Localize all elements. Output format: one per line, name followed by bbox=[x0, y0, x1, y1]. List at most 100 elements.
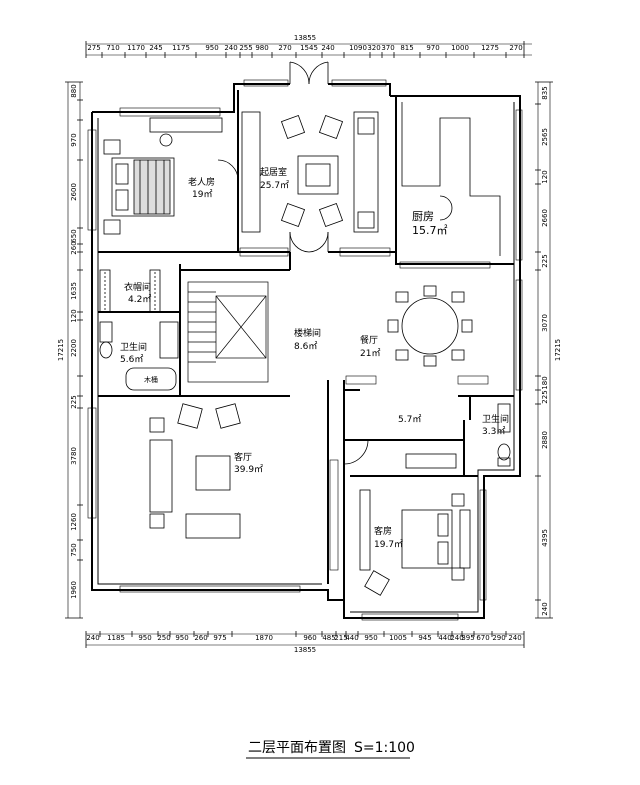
dim-top: 270 bbox=[278, 44, 291, 52]
plan-scale: S=1:100 bbox=[354, 740, 415, 756]
desk-icon bbox=[149, 117, 223, 147]
dim-top-total: 13855 bbox=[294, 34, 316, 42]
room-name-living: 客厅 bbox=[234, 451, 252, 463]
dim-left-total: 17215 bbox=[57, 339, 65, 361]
dim-left: 880 bbox=[70, 84, 78, 97]
toilet-icon bbox=[497, 403, 511, 467]
dim-top: 240 bbox=[224, 44, 237, 52]
dim-bottom: 440 bbox=[345, 634, 358, 642]
drawing-title: 二层平面布置图 S=1:100 bbox=[246, 740, 415, 759]
dim-left: 260 bbox=[70, 241, 78, 254]
dim-left: 650 bbox=[70, 229, 78, 242]
dim-right: 225 bbox=[541, 254, 549, 267]
dim-bottom: 950 bbox=[364, 634, 377, 642]
windows bbox=[87, 79, 523, 621]
dim-right: 2880 bbox=[541, 431, 549, 449]
dim-left: 970 bbox=[70, 133, 78, 146]
guest-bed-icon bbox=[359, 453, 471, 596]
dim-left: 2600 bbox=[70, 183, 78, 201]
dim-top: 815 bbox=[400, 44, 413, 52]
room-name-guest: 客房 bbox=[374, 525, 392, 537]
bathtub-label: 木桶 bbox=[144, 375, 158, 384]
living-sofa-icon bbox=[149, 403, 241, 539]
room-name-elder: 老人房 bbox=[188, 176, 215, 188]
dim-top: 1175 bbox=[172, 44, 190, 52]
room-name-kitchen: 厨房 bbox=[412, 210, 434, 223]
kitchen-counter-icon bbox=[401, 102, 501, 256]
dim-top: 370 bbox=[381, 44, 394, 52]
dimension-labels-right: 17215 835 2565 120 2660 225 3070 180 225… bbox=[541, 86, 562, 615]
dim-bottom: 945 bbox=[418, 634, 431, 642]
dim-left: 225 bbox=[70, 395, 78, 408]
room-area-guest: 19.7㎡ bbox=[374, 539, 403, 550]
dim-right-total: 17215 bbox=[554, 339, 562, 361]
dim-bottom: 240 bbox=[86, 634, 99, 642]
dining-table-icon bbox=[387, 285, 473, 367]
entry-door bbox=[217, 61, 453, 465]
room-area-living: 39.9㎡ bbox=[234, 464, 263, 475]
dim-bottom: 250 bbox=[157, 634, 170, 642]
dim-left: 1960 bbox=[70, 581, 78, 599]
room-name-bath2: 卫生间 bbox=[482, 413, 509, 425]
stair-icon bbox=[187, 281, 269, 383]
dim-bottom: 975 bbox=[213, 634, 226, 642]
dim-right: 120 bbox=[541, 170, 549, 183]
plan-title: 二层平面布置图 bbox=[248, 740, 346, 756]
dim-bottom: 1185 bbox=[107, 634, 125, 642]
walls bbox=[91, 83, 521, 619]
dim-left: 120 bbox=[70, 309, 78, 322]
dim-bottom: 950 bbox=[175, 634, 188, 642]
dim-left: 750 bbox=[70, 543, 78, 556]
room-area-stair: 8.6㎡ bbox=[294, 341, 317, 352]
dim-right: 4395 bbox=[541, 529, 549, 547]
sofa-set-icon bbox=[241, 111, 379, 233]
dim-top: 1545 bbox=[300, 44, 318, 52]
room-area-closet: 4.2㎡ bbox=[128, 294, 151, 305]
dim-bottom: 950 bbox=[138, 634, 151, 642]
room-area-dining: 21㎡ bbox=[360, 348, 380, 359]
room-area-kitchen: 15.7㎡ bbox=[412, 224, 448, 237]
room-area-bath1: 5.6㎡ bbox=[120, 354, 143, 365]
dim-top: 1000 bbox=[451, 44, 469, 52]
dim-bottom: 290 bbox=[492, 634, 505, 642]
dim-top: 270 bbox=[509, 44, 522, 52]
dim-bottom: 260 bbox=[194, 634, 207, 642]
dim-bottom-total: 13855 bbox=[294, 646, 316, 654]
dimension-labels-top: 13855 275 710 1170 245 1175 950 240 255 … bbox=[87, 34, 522, 52]
room-name-stair: 楼梯间 bbox=[294, 327, 321, 339]
dimension-lines bbox=[67, 43, 551, 646]
dim-right: 835 bbox=[541, 86, 549, 99]
dim-left: 2200 bbox=[70, 339, 78, 357]
dim-bottom: 485 bbox=[322, 634, 335, 642]
dim-top: 970 bbox=[426, 44, 439, 52]
bed-icon bbox=[103, 139, 175, 235]
room-labels: 老人房 19㎡ 起居室 25.7㎡ 厨房 15.7㎡ 衣帽间 4.2㎡ 卫生间 … bbox=[120, 166, 509, 550]
dimension-labels-bottom: 240 1185 950 250 950 260 975 1870 960 48… bbox=[86, 634, 521, 654]
dim-top: 950 bbox=[205, 44, 218, 52]
dim-right: 2565 bbox=[541, 128, 549, 146]
dim-right: 225 bbox=[541, 390, 549, 403]
dim-bottom: 395 bbox=[461, 634, 474, 642]
dim-bottom: 960 bbox=[303, 634, 316, 642]
dim-right: 3070 bbox=[541, 314, 549, 332]
dim-top: 275 bbox=[87, 44, 100, 52]
dim-bottom: 440 bbox=[438, 634, 451, 642]
closet-icon bbox=[99, 269, 161, 313]
dim-left: 3780 bbox=[70, 447, 78, 465]
dim-left: 1635 bbox=[70, 282, 78, 300]
room-name-closet: 衣帽间 bbox=[124, 281, 151, 293]
dim-bottom: 670 bbox=[476, 634, 489, 642]
dim-bottom: 240 bbox=[508, 634, 521, 642]
dimension-ticks bbox=[65, 41, 553, 648]
dim-top: 255 bbox=[239, 44, 252, 52]
dim-top: 980 bbox=[255, 44, 268, 52]
dimension-labels-left: 17215 880 970 2600 650 260 1635 120 2200… bbox=[57, 84, 78, 599]
dim-left: 1260 bbox=[70, 513, 78, 531]
dim-top: 240 bbox=[321, 44, 334, 52]
dim-top: 1275 bbox=[481, 44, 499, 52]
room-name-dining: 餐厅 bbox=[360, 334, 378, 346]
room-name-bath1: 卫生间 bbox=[120, 341, 147, 353]
dim-right: 2660 bbox=[541, 209, 549, 227]
room-area-living-up: 25.7㎡ bbox=[260, 180, 289, 191]
